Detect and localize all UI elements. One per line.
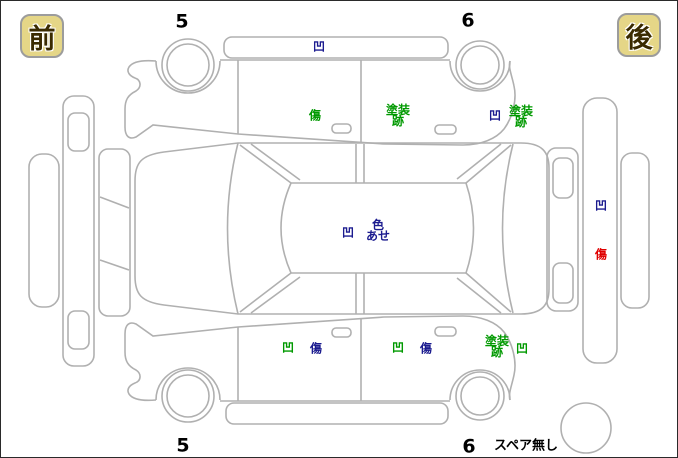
dent-marker-front-door-bottom: 凹 — [281, 340, 295, 355]
rear-badge: 後 — [617, 13, 661, 57]
dent-marker-rear-hatch: 凹 — [594, 198, 608, 213]
bottom-side-body — [124, 315, 516, 402]
dent-marker-quarter-top: 凹 — [488, 108, 502, 123]
dent-marker-quarter-bottom: 凹 — [515, 341, 529, 356]
rear-wheel-bottom — [455, 371, 505, 421]
tail-light-lower — [552, 262, 574, 304]
roof-front-line — [280, 182, 292, 274]
bottom-side-view — [124, 315, 516, 425]
front-panel — [62, 95, 95, 367]
rear-window-line — [501, 143, 514, 314]
front-wheel-bottom — [161, 369, 215, 423]
roof-edge-lines — [291, 182, 466, 274]
door-handle-bottom-front — [331, 327, 352, 338]
front-wheel-top-inner — [166, 43, 210, 87]
door-lines-top — [237, 60, 362, 143]
roof-door-cut-lines — [355, 144, 365, 314]
front-plate-upper — [67, 112, 90, 152]
top-side-view — [124, 36, 516, 146]
front-badge: 前 — [20, 14, 64, 58]
top-side-body — [124, 59, 516, 146]
tread-depth-top-right: 6 — [461, 9, 475, 32]
tread-depth-bottom-right: 6 — [462, 435, 476, 458]
rear-wheel-bottom-inner — [460, 376, 500, 416]
rear-wheel-top-inner — [460, 45, 500, 85]
rear-wheel-arch-top — [449, 60, 511, 92]
rear-wheel-top — [455, 40, 505, 90]
headlight-panel — [98, 148, 131, 317]
scratch-marker-front-door-bottom: 傷 — [309, 341, 323, 356]
paint-marker-quarter-top: 塗装 跡 — [508, 104, 534, 129]
front-bumper-strip — [28, 153, 60, 308]
headlight-divider-lines — [99, 196, 130, 271]
rocker-strip-top — [223, 36, 449, 59]
paint-marker-rear-door-top: 塗装 跡 — [385, 103, 411, 128]
spare-tire-note: スペア無し — [493, 438, 559, 454]
front-wheel-top — [161, 38, 215, 92]
front-wheel-arch-top — [155, 60, 221, 94]
tail-light-upper — [552, 157, 574, 199]
rear-hatch-strip — [582, 97, 618, 364]
rocker-strip-bottom — [225, 402, 449, 425]
front-plate-lower — [67, 310, 90, 350]
front-wheel-arch-bottom — [155, 367, 221, 401]
tread-depth-top-left: 5 — [175, 10, 189, 33]
scratch-marker-rear-hatch: 傷 — [594, 247, 608, 262]
dent-marker-rear-door-bottom: 凹 — [391, 340, 405, 355]
fade-marker-roof: 色 あせ — [365, 218, 391, 243]
rear-wheel-arch-bottom — [449, 369, 511, 401]
door-lines-bottom — [237, 318, 362, 401]
tail-light-panel — [546, 147, 579, 312]
windshield-line — [226, 142, 239, 315]
a-pillar-lines — [239, 143, 301, 314]
paint-marker-quarter-bottom: 塗装 跡 — [484, 334, 510, 359]
rear-window-front-line — [465, 182, 475, 274]
door-handle-top-rear — [434, 124, 457, 135]
front-wheel-bottom-inner — [166, 374, 210, 418]
tread-depth-bottom-left: 5 — [176, 434, 190, 457]
dent-marker-rocker-top: 凹 — [312, 39, 326, 54]
front-view — [28, 95, 131, 367]
c-pillar-lines — [456, 143, 512, 314]
dent-marker-roof: 凹 — [341, 225, 355, 240]
door-handle-bottom-rear — [434, 326, 457, 337]
rear-view — [546, 97, 650, 454]
door-handle-top-front — [331, 123, 352, 134]
scratch-marker-rear-door-bottom: 傷 — [419, 341, 433, 356]
spare-tire-circle — [560, 402, 612, 454]
rear-bumper-strip — [620, 152, 650, 309]
scratch-marker-front-door-top: 傷 — [308, 108, 322, 123]
